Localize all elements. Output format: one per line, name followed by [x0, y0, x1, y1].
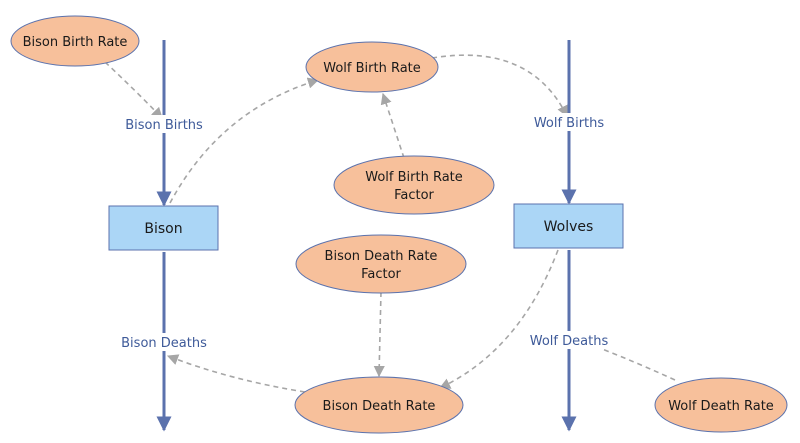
flow-bison-births[interactable]: Bison Births [116, 115, 212, 133]
stock-wolves-box [513, 203, 624, 249]
flow-bison-deaths[interactable]: Bison Deaths [114, 333, 214, 351]
variable-wolf-birth-rate-factor[interactable]: Wolf Birth Rate Factor [333, 155, 495, 215]
link-bison-death-rate-to-bison-deaths [166, 354, 306, 393]
variable-bison-death-rate-factor[interactable]: Bison Death Rate Factor [295, 234, 467, 294]
variable-bison-birth-rate[interactable]: Bison Birth Rate [10, 15, 140, 67]
stock-wolves-label: Wolves [544, 219, 594, 235]
link-bison-to-wolf-birth-rate [169, 77, 320, 204]
variable-wolf-death-rate-label: Wolf Death Rate [668, 399, 774, 414]
variable-wolf-birth-rate-factor-label-line1: Wolf Birth Rate [365, 170, 463, 185]
link-bison-birth-rate-to-births [104, 61, 163, 119]
stock-bison[interactable]: Bison [108, 205, 219, 251]
flow-wolf-deaths-label: Wolf Deaths [530, 334, 609, 349]
variable-bison-death-rate-factor-label-line1: Bison Death Rate [325, 249, 438, 264]
flow-bison-deaths-label: Bison Deaths [121, 336, 207, 351]
stock-wolves[interactable]: Wolves [513, 203, 624, 249]
link-bison-death-rate-factor-to-bison-death-rate [373, 291, 385, 378]
variable-bison-death-rate-label: Bison Death Rate [323, 399, 436, 414]
variable-bison-birth-rate-label: Bison Birth Rate [23, 35, 128, 50]
link-wolf-birth-rate-factor-to-wolf-birth-rate [380, 92, 405, 159]
variable-wolf-birth-rate-factor-label-line2: Factor [394, 188, 434, 203]
stock-bison-label: Bison [144, 221, 182, 237]
variable-bison-death-rate[interactable]: Bison Death Rate [294, 376, 464, 434]
variable-bison-death-rate-factor-label-line2: Factor [361, 267, 401, 282]
flow-wolf-births-label: Wolf Births [534, 116, 605, 131]
flow-bison-births-label: Bison Births [125, 118, 203, 133]
variable-wolf-death-rate[interactable]: Wolf Death Rate [654, 377, 788, 433]
variable-wolf-birth-rate[interactable]: Wolf Birth Rate [305, 41, 439, 93]
flow-wolf-births[interactable]: Wolf Births [524, 113, 614, 131]
link-wolf-birth-rate-to-wolf-births [431, 54, 568, 118]
variable-wolf-birth-rate-label: Wolf Birth Rate [323, 61, 421, 76]
link-wolves-to-bison-death-rate [438, 249, 559, 389]
stock-bison-box [108, 205, 219, 251]
flow-wolf-deaths[interactable]: Wolf Deaths [521, 331, 617, 349]
